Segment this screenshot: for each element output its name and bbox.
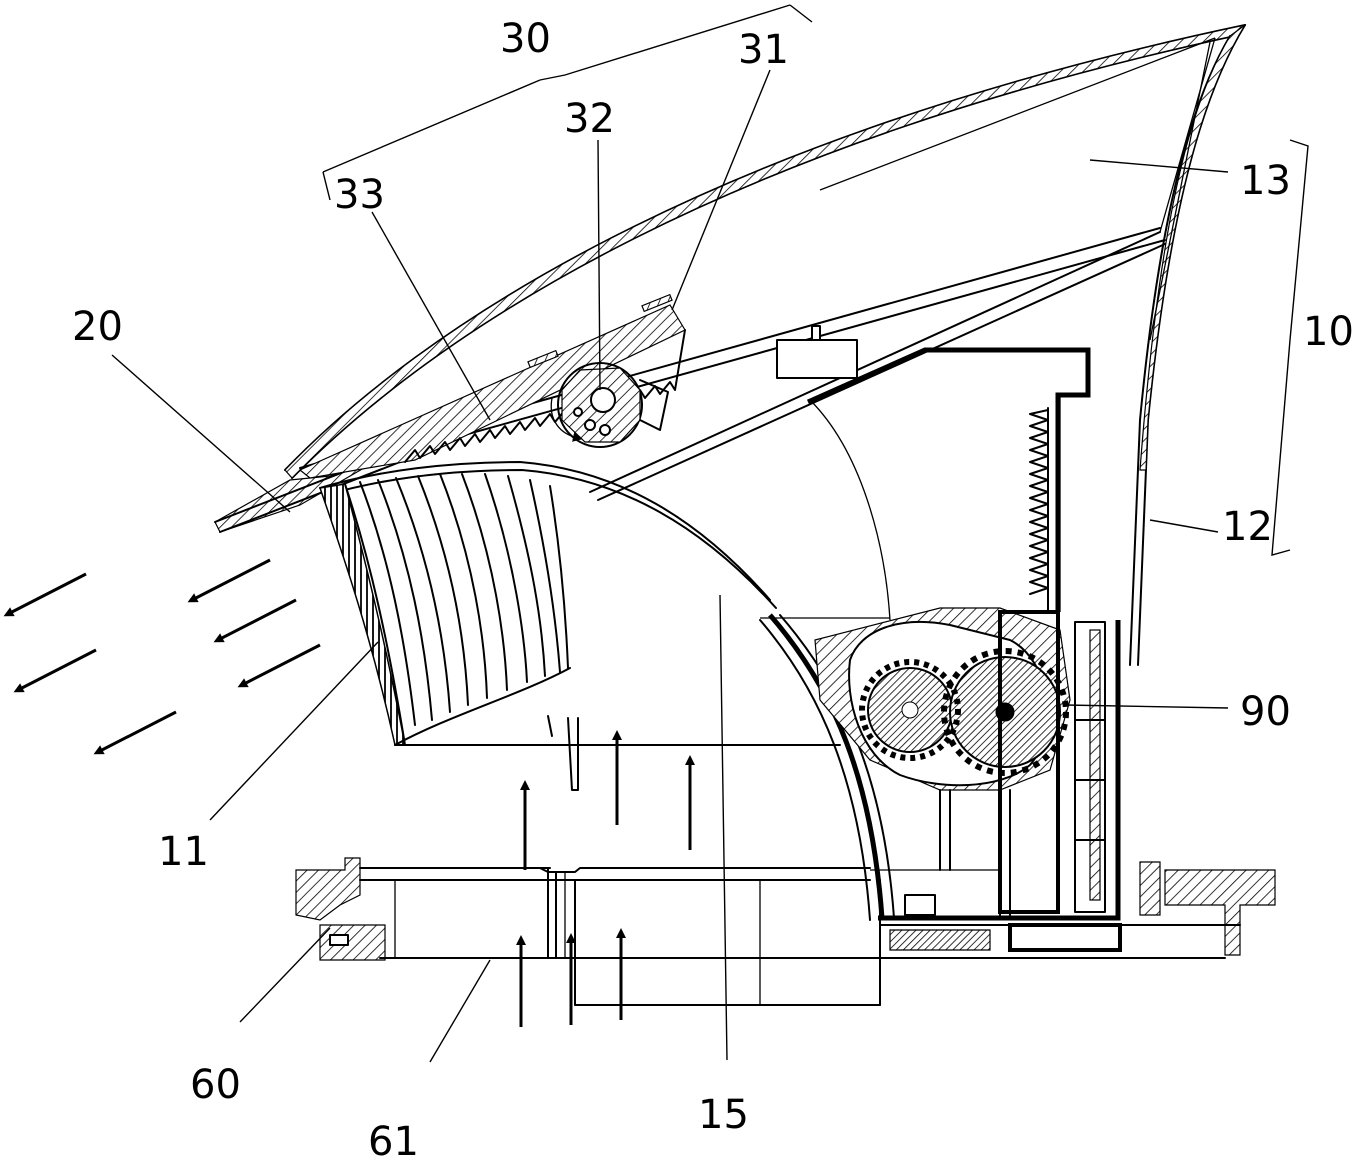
label-90: 90 [1240, 689, 1291, 735]
sensor-probe [547, 715, 579, 791]
label-32: 32 [564, 96, 615, 142]
label-61: 61 [368, 1119, 419, 1162]
reference-labels: 30 31 32 33 20 13 10 12 90 11 60 61 15 [72, 16, 1354, 1162]
label-31: 31 [738, 27, 789, 73]
outflow-arrow [187, 558, 271, 603]
outflow-arrow [213, 598, 297, 643]
impeller [318, 461, 841, 746]
outflow-arrow [237, 643, 321, 688]
outer-shell [284, 24, 1247, 666]
label-12: 12 [1222, 504, 1273, 550]
outflow-arrow [13, 648, 97, 693]
motor-housing [776, 325, 1121, 921]
label-11: 11 [158, 829, 209, 875]
gearbox [814, 607, 1106, 916]
leader-lines [111, 4, 1309, 1063]
label-33: 33 [334, 172, 385, 218]
outflow-arrow [3, 572, 87, 617]
rack-assembly [298, 293, 686, 479]
airflow-arrows [3, 558, 695, 1027]
outflow-arrow [93, 710, 177, 755]
label-10: 10 [1303, 309, 1354, 355]
label-13: 13 [1240, 158, 1291, 204]
label-30: 30 [500, 16, 551, 62]
label-60: 60 [190, 1062, 241, 1108]
label-20: 20 [72, 304, 123, 350]
base-ring [295, 857, 1276, 1006]
label-15: 15 [698, 1092, 749, 1138]
